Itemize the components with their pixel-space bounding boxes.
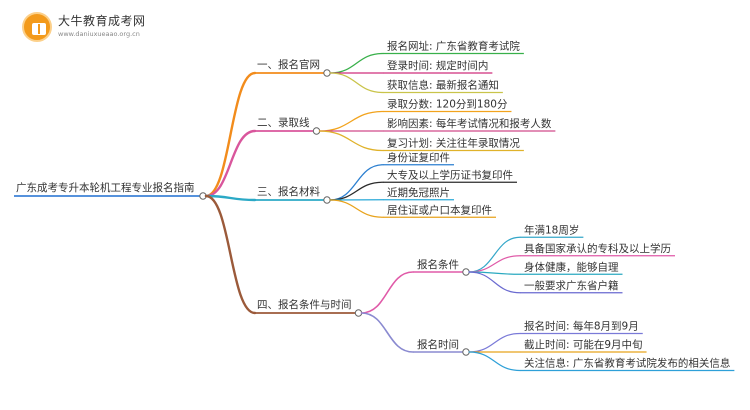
branch-node (323, 69, 331, 77)
leaf-connector (468, 255, 521, 273)
leaf-label: 身份证复印件 (387, 151, 450, 164)
leaf-connector (318, 110, 384, 132)
branch-connector (204, 71, 257, 198)
leaf-label: 居住证或户口本复印件 (387, 203, 492, 216)
branch-node (312, 127, 321, 135)
leaf-label: 年满18周岁 (524, 223, 579, 236)
leaf-label: 登录时间: 规定时间内 (387, 59, 488, 72)
branch-label: 二、录取线 (257, 116, 310, 129)
branch-label: 四、报名条件与时间 (257, 298, 352, 311)
branch-label: 一、报名官网 (257, 58, 320, 71)
leaf-label: 复习计划: 关注往年录取情况 (387, 137, 520, 150)
leaf-label: 报名网址: 广东省教育考试院 (387, 40, 520, 53)
sub-branch-label: 报名时间 (417, 338, 459, 351)
leaf-label: 影响因素: 每年考试情况和报考人数 (387, 117, 552, 130)
branch-connector (204, 194, 257, 202)
leaf-label: 录取分数: 120分到180分 (387, 98, 508, 111)
leaf-connector (468, 351, 521, 372)
leaf-label: 具备国家承认的专科及以上学历 (524, 242, 671, 255)
leaf-connector (329, 72, 384, 94)
leaf-connector (468, 271, 521, 294)
leaf-label: 报名时间: 每年8月到9月 (524, 320, 639, 333)
sub-branch-connector (360, 312, 414, 353)
site-logo[interactable]: 大牛教育成考网 www.daniuxueaao.org.cn (22, 10, 162, 50)
sub-branch-connector (360, 271, 414, 314)
leaf-connector (329, 199, 384, 218)
branch-connector (204, 194, 257, 315)
site-url: www.daniuxueaao.org.cn (58, 30, 140, 38)
leaf-label: 关注信息: 广东省教育考试院发布的相关信息 (524, 357, 730, 370)
book-logo-icon (22, 12, 52, 42)
leaf-label: 大专及以上学历证书复印件 (387, 168, 513, 181)
branch-node (323, 196, 331, 204)
sub-branch-node (462, 348, 470, 356)
leaf-label: 获取信息: 最新报名通知 (387, 79, 499, 92)
leaf-connector (468, 236, 521, 273)
leaf-connector (329, 52, 384, 74)
sub-branch-node (462, 268, 470, 276)
leaf-connector (318, 130, 384, 152)
branch-label: 三、报名材料 (257, 185, 320, 198)
root-label: 广东成考专升本轮机工程专业报名指南 (16, 181, 195, 194)
site-name: 大牛教育成考网 (58, 14, 146, 28)
leaf-connector (329, 181, 384, 201)
sub-branch-label: 报名条件 (417, 258, 459, 271)
leaf-connector (468, 332, 521, 353)
leaf-label: 一般要求广东省户籍 (524, 279, 619, 292)
branch-connector (204, 129, 257, 198)
leaf-label: 截止时间: 可能在9月中旬 (524, 338, 643, 351)
leaf-label: 近期免冠照片 (387, 186, 450, 199)
leaf-label: 身体健康，能够自理 (524, 260, 619, 273)
